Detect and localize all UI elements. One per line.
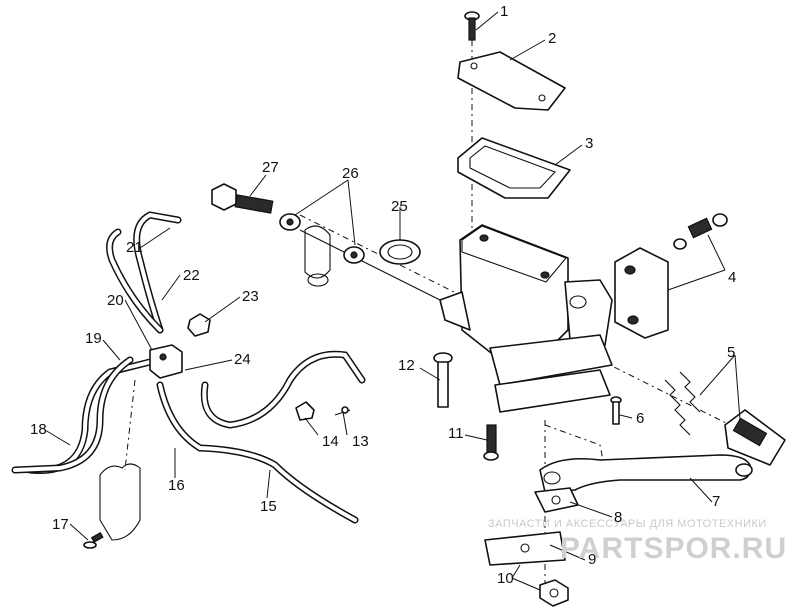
watermark-tagline: ЗАПЧАСТИ И АКСЕССУАРЫ ДЛЯ МОТОТЕХНИКИ [488, 518, 767, 530]
watermark-site: PARTSPOR.RU [560, 532, 787, 565]
mounting-bracket-plate [99, 463, 141, 541]
callout-1: 1 [500, 3, 508, 20]
callout-26: 26 [342, 165, 359, 182]
part-7-brake-lever [539, 454, 753, 493]
part-3-diaphragm [457, 137, 571, 199]
part-25-boot-ring [379, 239, 421, 265]
callout-3: 3 [585, 135, 593, 152]
callout-17: 17 [52, 516, 69, 533]
callout-27: 27 [262, 159, 279, 176]
callout-4: 4 [728, 269, 736, 286]
part-6-pivot-pin [610, 396, 622, 425]
part-12-pivot-bolt [433, 352, 453, 408]
part-10-nut [539, 579, 569, 607]
brake-hoses [11, 211, 366, 524]
callout-8: 8 [614, 509, 622, 526]
callout-25: 25 [391, 198, 408, 215]
callout-21: 21 [126, 239, 143, 256]
part-9-switch-plate [484, 531, 566, 566]
callout-15: 15 [260, 498, 277, 515]
callout-24: 24 [234, 351, 251, 368]
callout-7: 7 [712, 493, 720, 510]
callout-13: 13 [352, 433, 369, 450]
part-2-reservoir-cover [457, 51, 566, 111]
part-4-handlebar-clamp [614, 213, 728, 339]
part-8-lever-bracket [534, 487, 579, 513]
part-27-mirror-bolt [211, 183, 274, 214]
part-17-mount-screw [83, 531, 104, 549]
callout-9: 9 [588, 551, 596, 568]
part-14-bleeder-cap [295, 401, 315, 421]
callout-10: 10 [497, 570, 514, 587]
callout-18: 18 [30, 421, 47, 438]
callout-20: 20 [107, 292, 124, 309]
callout-16: 16 [168, 477, 185, 494]
part-26-washers-sleeve [279, 213, 365, 287]
callout-19: 19 [85, 330, 102, 347]
callout-23: 23 [242, 288, 259, 305]
part-13-bleeder-screw [334, 406, 351, 416]
part-20-junction-block [149, 344, 183, 379]
callout-12: 12 [398, 357, 415, 374]
master-cylinder-body [299, 224, 613, 413]
part-11-bolt [483, 424, 499, 461]
callout-22: 22 [183, 267, 200, 284]
leader-lines [44, 11, 741, 591]
callout-numbers: 1 2 3 4 5 6 7 8 9 10 11 12 13 14 15 16 1… [30, 3, 736, 587]
callout-5: 5 [727, 344, 735, 361]
callout-2: 2 [548, 30, 556, 47]
callout-14: 14 [322, 433, 339, 450]
part-5-piston-assembly [664, 371, 786, 466]
callout-11: 11 [448, 425, 464, 442]
callout-6: 6 [636, 410, 644, 427]
part-23-banjo-fitting [187, 313, 211, 337]
part-1-cover-screw [464, 11, 480, 41]
